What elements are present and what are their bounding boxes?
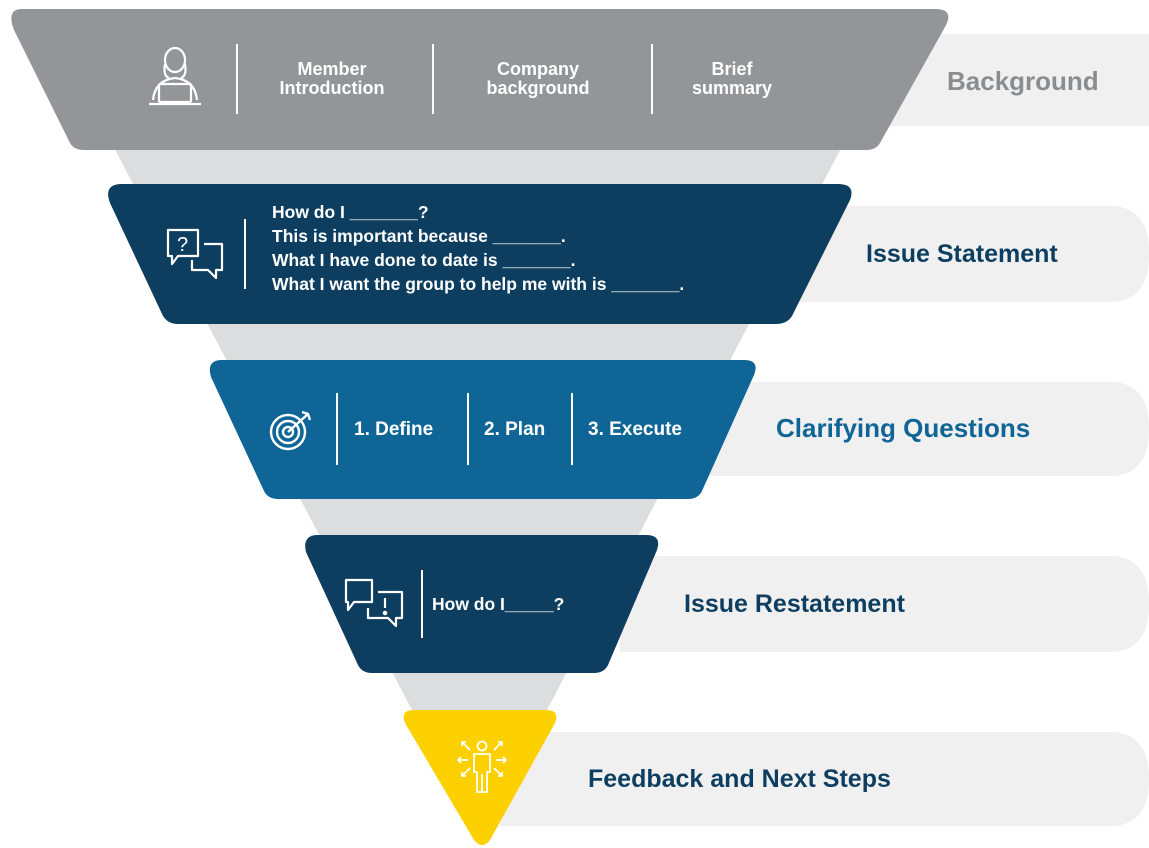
divider [432,44,434,114]
band-issue-statement [800,206,1149,302]
restatement-text: How do I_____? [432,594,565,614]
band-background-cap [1100,34,1149,126]
band-background [880,34,1149,126]
divider [571,393,573,465]
stage-clarifying-shape [209,360,756,499]
stage-background-shape [11,9,949,150]
issue-line: How do I _______? [272,202,429,222]
issue-line: This is important because _______. [272,226,566,246]
exclamation-chat-icon [342,574,406,634]
item-brief-summary: Brief summary [691,59,773,98]
band-restatement [620,556,1149,652]
divider [651,44,653,114]
item-company-background: Company background [486,59,590,98]
divider [236,44,238,114]
label-background: Background [947,66,1099,96]
stage-issue-statement-shape [108,184,852,324]
label-feedback-next-steps: Feedback and Next Steps [588,765,891,793]
divider [421,570,423,638]
step-plan: 2. Plan [484,419,546,440]
person-arrows-icon [452,738,512,802]
issue-statement-lines: How do I _______? This is important beca… [272,200,684,296]
divider [244,219,246,289]
step-execute: 3. Execute [588,419,682,440]
issue-line: What I have done to date is _______. [272,250,576,270]
svg-text:?: ? [177,234,188,256]
label-issue-restatement: Issue Restatement [684,590,905,618]
step-define: 1. Define [354,419,434,440]
stage-feedback-shape [403,710,557,845]
label-clarifying-questions: Clarifying Questions [776,413,1031,443]
stage-restatement-shape [305,535,659,673]
divider [467,393,469,465]
band-feedback [500,732,1149,826]
issue-line: What I want the group to help me with is… [272,274,685,294]
question-chat-icon: ? [164,226,226,286]
target-icon [266,408,316,452]
band-clarifying [700,382,1149,476]
label-issue-statement: Issue Statement [866,240,1058,268]
divider [336,393,338,465]
item-member-introduction: Member Introduction [279,59,385,98]
person-laptop-icon [143,42,207,108]
